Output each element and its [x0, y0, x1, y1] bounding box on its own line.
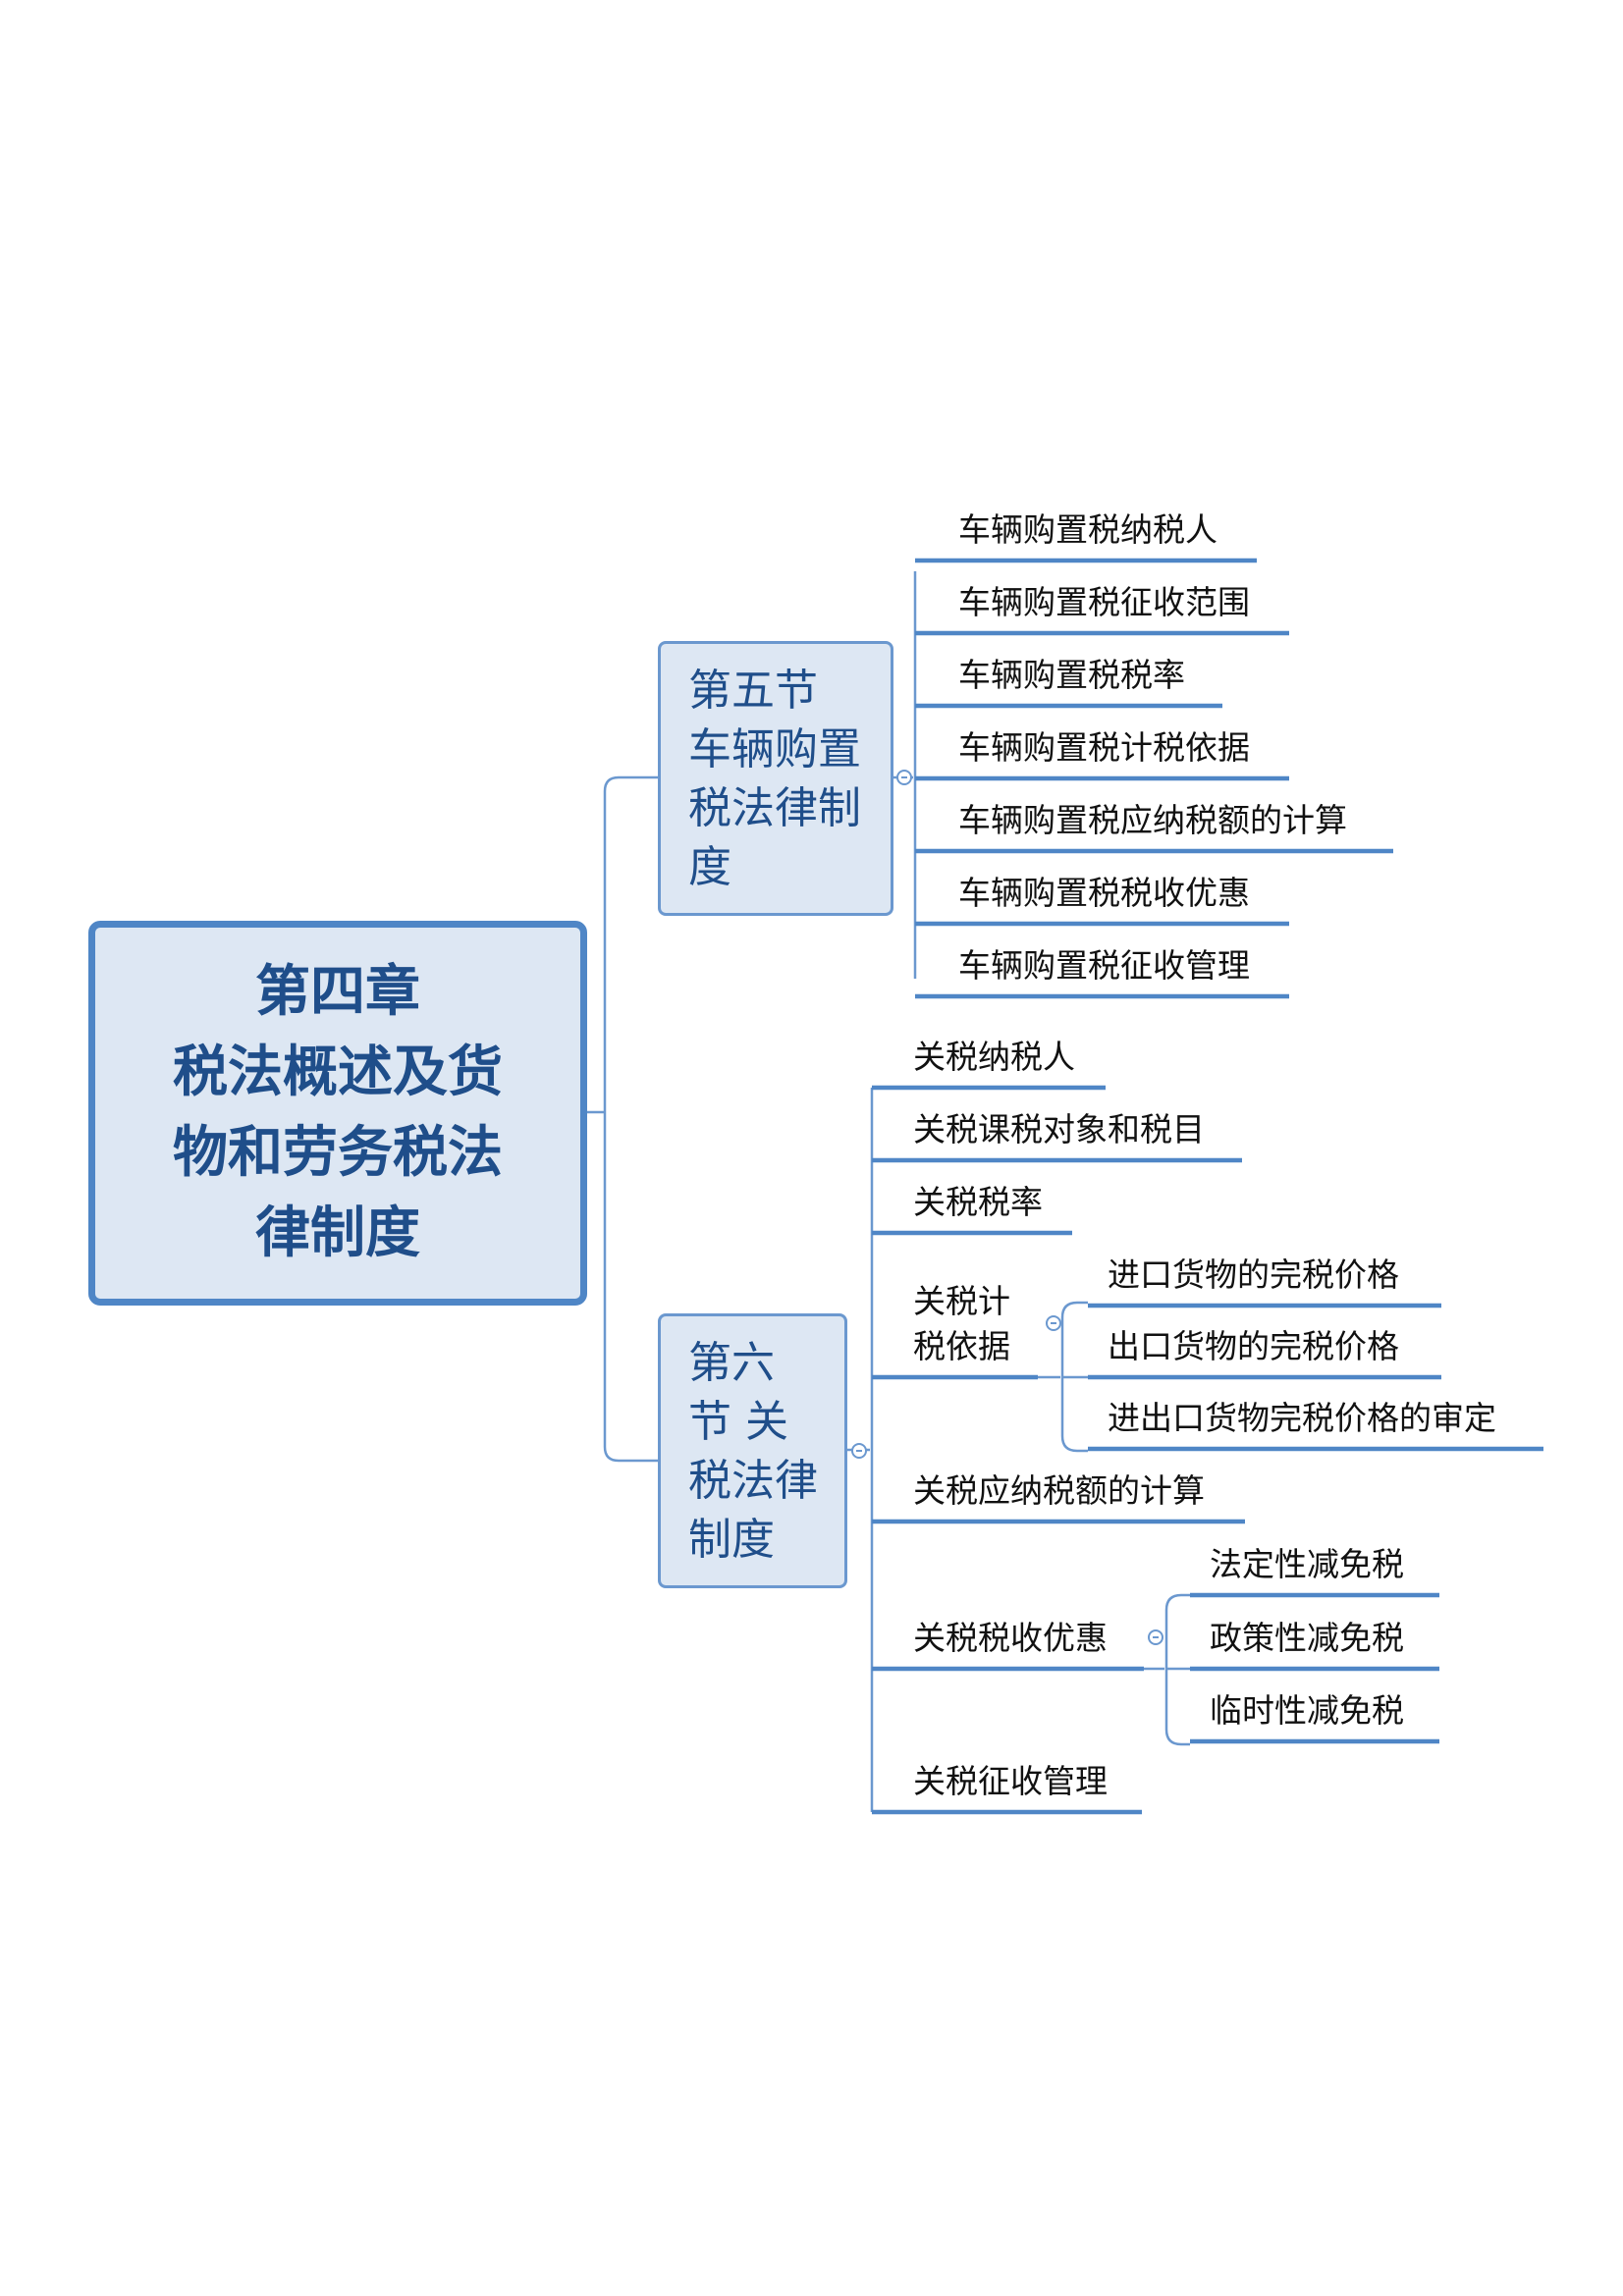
s5-topic-taxpayer[interactable]: 车辆购置税纳税人 — [958, 510, 1217, 549]
collapse-section-5-icon[interactable] — [896, 770, 912, 785]
s5-topic-preference[interactable]: 车辆购置税税收优惠 — [958, 874, 1250, 912]
collapse-preference-icon[interactable] — [1148, 1629, 1163, 1645]
s6-topic-taxpayer[interactable]: 关税纳税人 — [913, 1038, 1075, 1076]
collapse-basis-icon[interactable] — [1046, 1315, 1061, 1331]
section-6-line-4: 制度 — [688, 1515, 775, 1565]
root-line-4: 律制度 — [255, 1201, 420, 1265]
section-5-node[interactable]: 第五节 车辆购置 税法律制 度 — [658, 641, 893, 916]
s6-topic-rate[interactable]: 关税税率 — [913, 1183, 1043, 1221]
section-5-line-1: 第五节 — [688, 666, 818, 716]
root-line-3: 物和劳务税法 — [173, 1121, 503, 1185]
basis-export-price[interactable]: 出口货物的完税价格 — [1108, 1327, 1399, 1365]
connector-preference-spine — [1144, 1593, 1190, 1746]
s5-topic-rate[interactable]: 车辆购置税税率 — [958, 656, 1185, 694]
root-node[interactable]: 第四章 税法概述及货 物和劳务税法 律制度 — [88, 921, 587, 1306]
basis-price-review[interactable]: 进出口货物完税价格的审定 — [1108, 1399, 1496, 1437]
section-5-line-3: 税法律制 — [688, 783, 861, 833]
root-line-2: 税法概述及货 — [173, 1041, 503, 1104]
pref-statutory[interactable]: 法定性减免税 — [1210, 1545, 1404, 1583]
collapse-section-6-icon[interactable] — [851, 1443, 867, 1459]
s5-topic-basis[interactable]: 车辆购置税计税依据 — [958, 728, 1250, 767]
s5-topic-management[interactable]: 车辆购置税征收管理 — [958, 946, 1250, 985]
s6-topic-calc[interactable]: 关税应纳税额的计算 — [913, 1471, 1205, 1510]
s6-topic-basis-line-1: 关税计 — [913, 1282, 1010, 1320]
section-5-line-4: 度 — [688, 842, 731, 892]
section-5-line-2: 车辆购置 — [688, 724, 861, 774]
s6-topic-management[interactable]: 关税征收管理 — [913, 1762, 1108, 1800]
pref-policy[interactable]: 政策性减免税 — [1210, 1619, 1404, 1657]
s5-topic-scope[interactable]: 车辆购置税征收范围 — [958, 583, 1250, 621]
section-6-node[interactable]: 第六 节 关 税法律 制度 — [658, 1313, 847, 1588]
s6-topic-objects[interactable]: 关税课税对象和税目 — [913, 1110, 1205, 1148]
root-line-1: 第四章 — [255, 960, 420, 1024]
section-6-line-1: 第六 — [688, 1338, 775, 1388]
section-6-line-2: 节 关 — [688, 1397, 788, 1447]
s6-topic-basis[interactable]: 关税计 税依据 — [913, 1279, 1010, 1369]
s6-topic-preference[interactable]: 关税税收优惠 — [913, 1619, 1108, 1657]
pref-temporary[interactable]: 临时性减免税 — [1210, 1691, 1404, 1730]
basis-import-price[interactable]: 进口货物的完税价格 — [1108, 1255, 1399, 1294]
s6-topic-basis-line-2: 税依据 — [913, 1327, 1010, 1365]
section-6-line-3: 税法律 — [688, 1456, 818, 1506]
connector-root-spine — [587, 775, 658, 1463]
connector-basis-spine — [1038, 1301, 1088, 1453]
s5-topic-calc[interactable]: 车辆购置税应纳税额的计算 — [958, 801, 1347, 839]
